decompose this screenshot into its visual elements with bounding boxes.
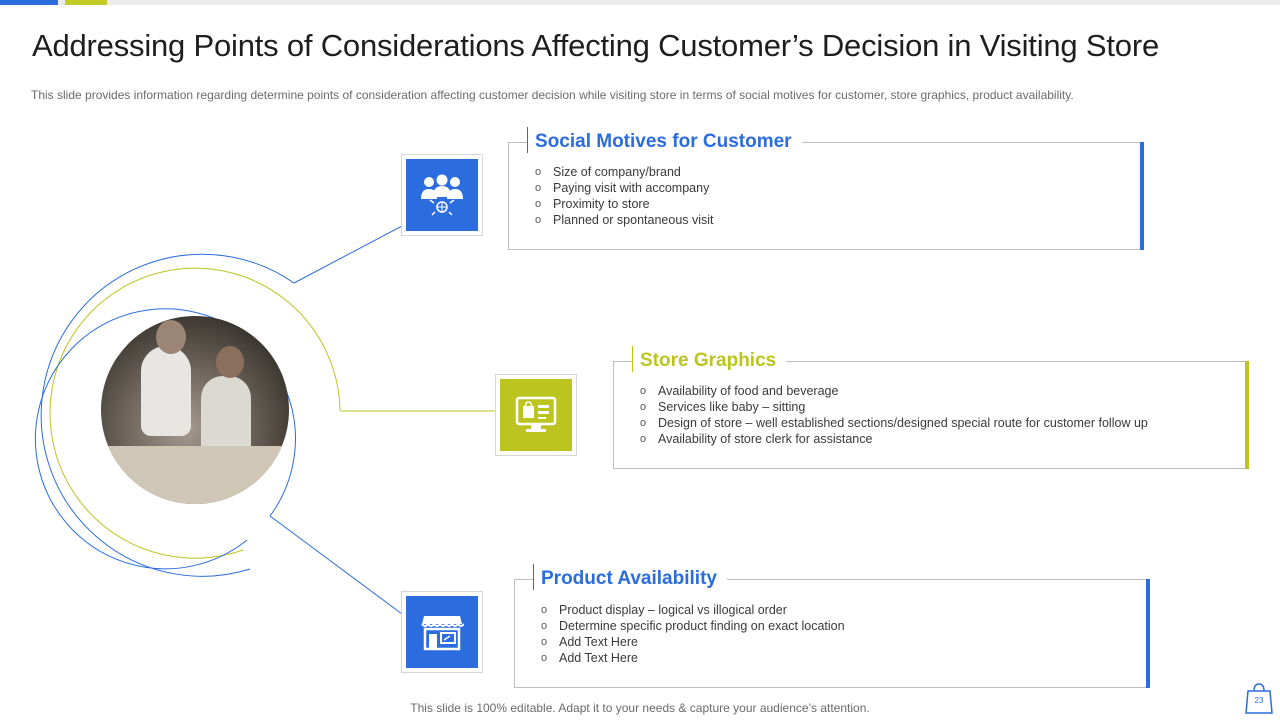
card-accent-bar bbox=[1146, 579, 1150, 688]
store-graphics-title: Store Graphics bbox=[632, 346, 787, 372]
shopping-couple-photo bbox=[101, 316, 289, 504]
store-graphics-icon-box bbox=[495, 374, 577, 456]
page-number: 23 bbox=[1254, 696, 1264, 705]
page-subtitle: This slide provides information regardin… bbox=[31, 88, 1074, 102]
card-accent-bar bbox=[1140, 142, 1144, 250]
top-accent-blue bbox=[0, 0, 58, 5]
people-network-icon bbox=[421, 174, 463, 216]
top-accent-bar bbox=[0, 0, 1280, 5]
footer-note: This slide is 100% editable. Adapt it to… bbox=[410, 701, 870, 715]
store-graphics-title-text: Store Graphics bbox=[640, 350, 777, 371]
monitor-shopping-icon bbox=[515, 396, 557, 432]
top-accent-green bbox=[65, 0, 107, 5]
storefront-icon bbox=[421, 616, 464, 651]
page-title: Addressing Points of Considerations Affe… bbox=[32, 28, 1159, 63]
card-accent-bar bbox=[1245, 361, 1249, 469]
product-availability-title: Product Availability bbox=[533, 564, 727, 590]
product-availability-title-text: Product Availability bbox=[541, 568, 717, 589]
social-motives-title-text: Social Motives for Customer bbox=[535, 131, 792, 152]
social-motives-title: Social Motives for Customer bbox=[527, 127, 802, 153]
social-motives-icon-box bbox=[401, 154, 483, 236]
product-availability-icon-box bbox=[401, 591, 483, 673]
shopping-bag-icon bbox=[1245, 683, 1273, 714]
